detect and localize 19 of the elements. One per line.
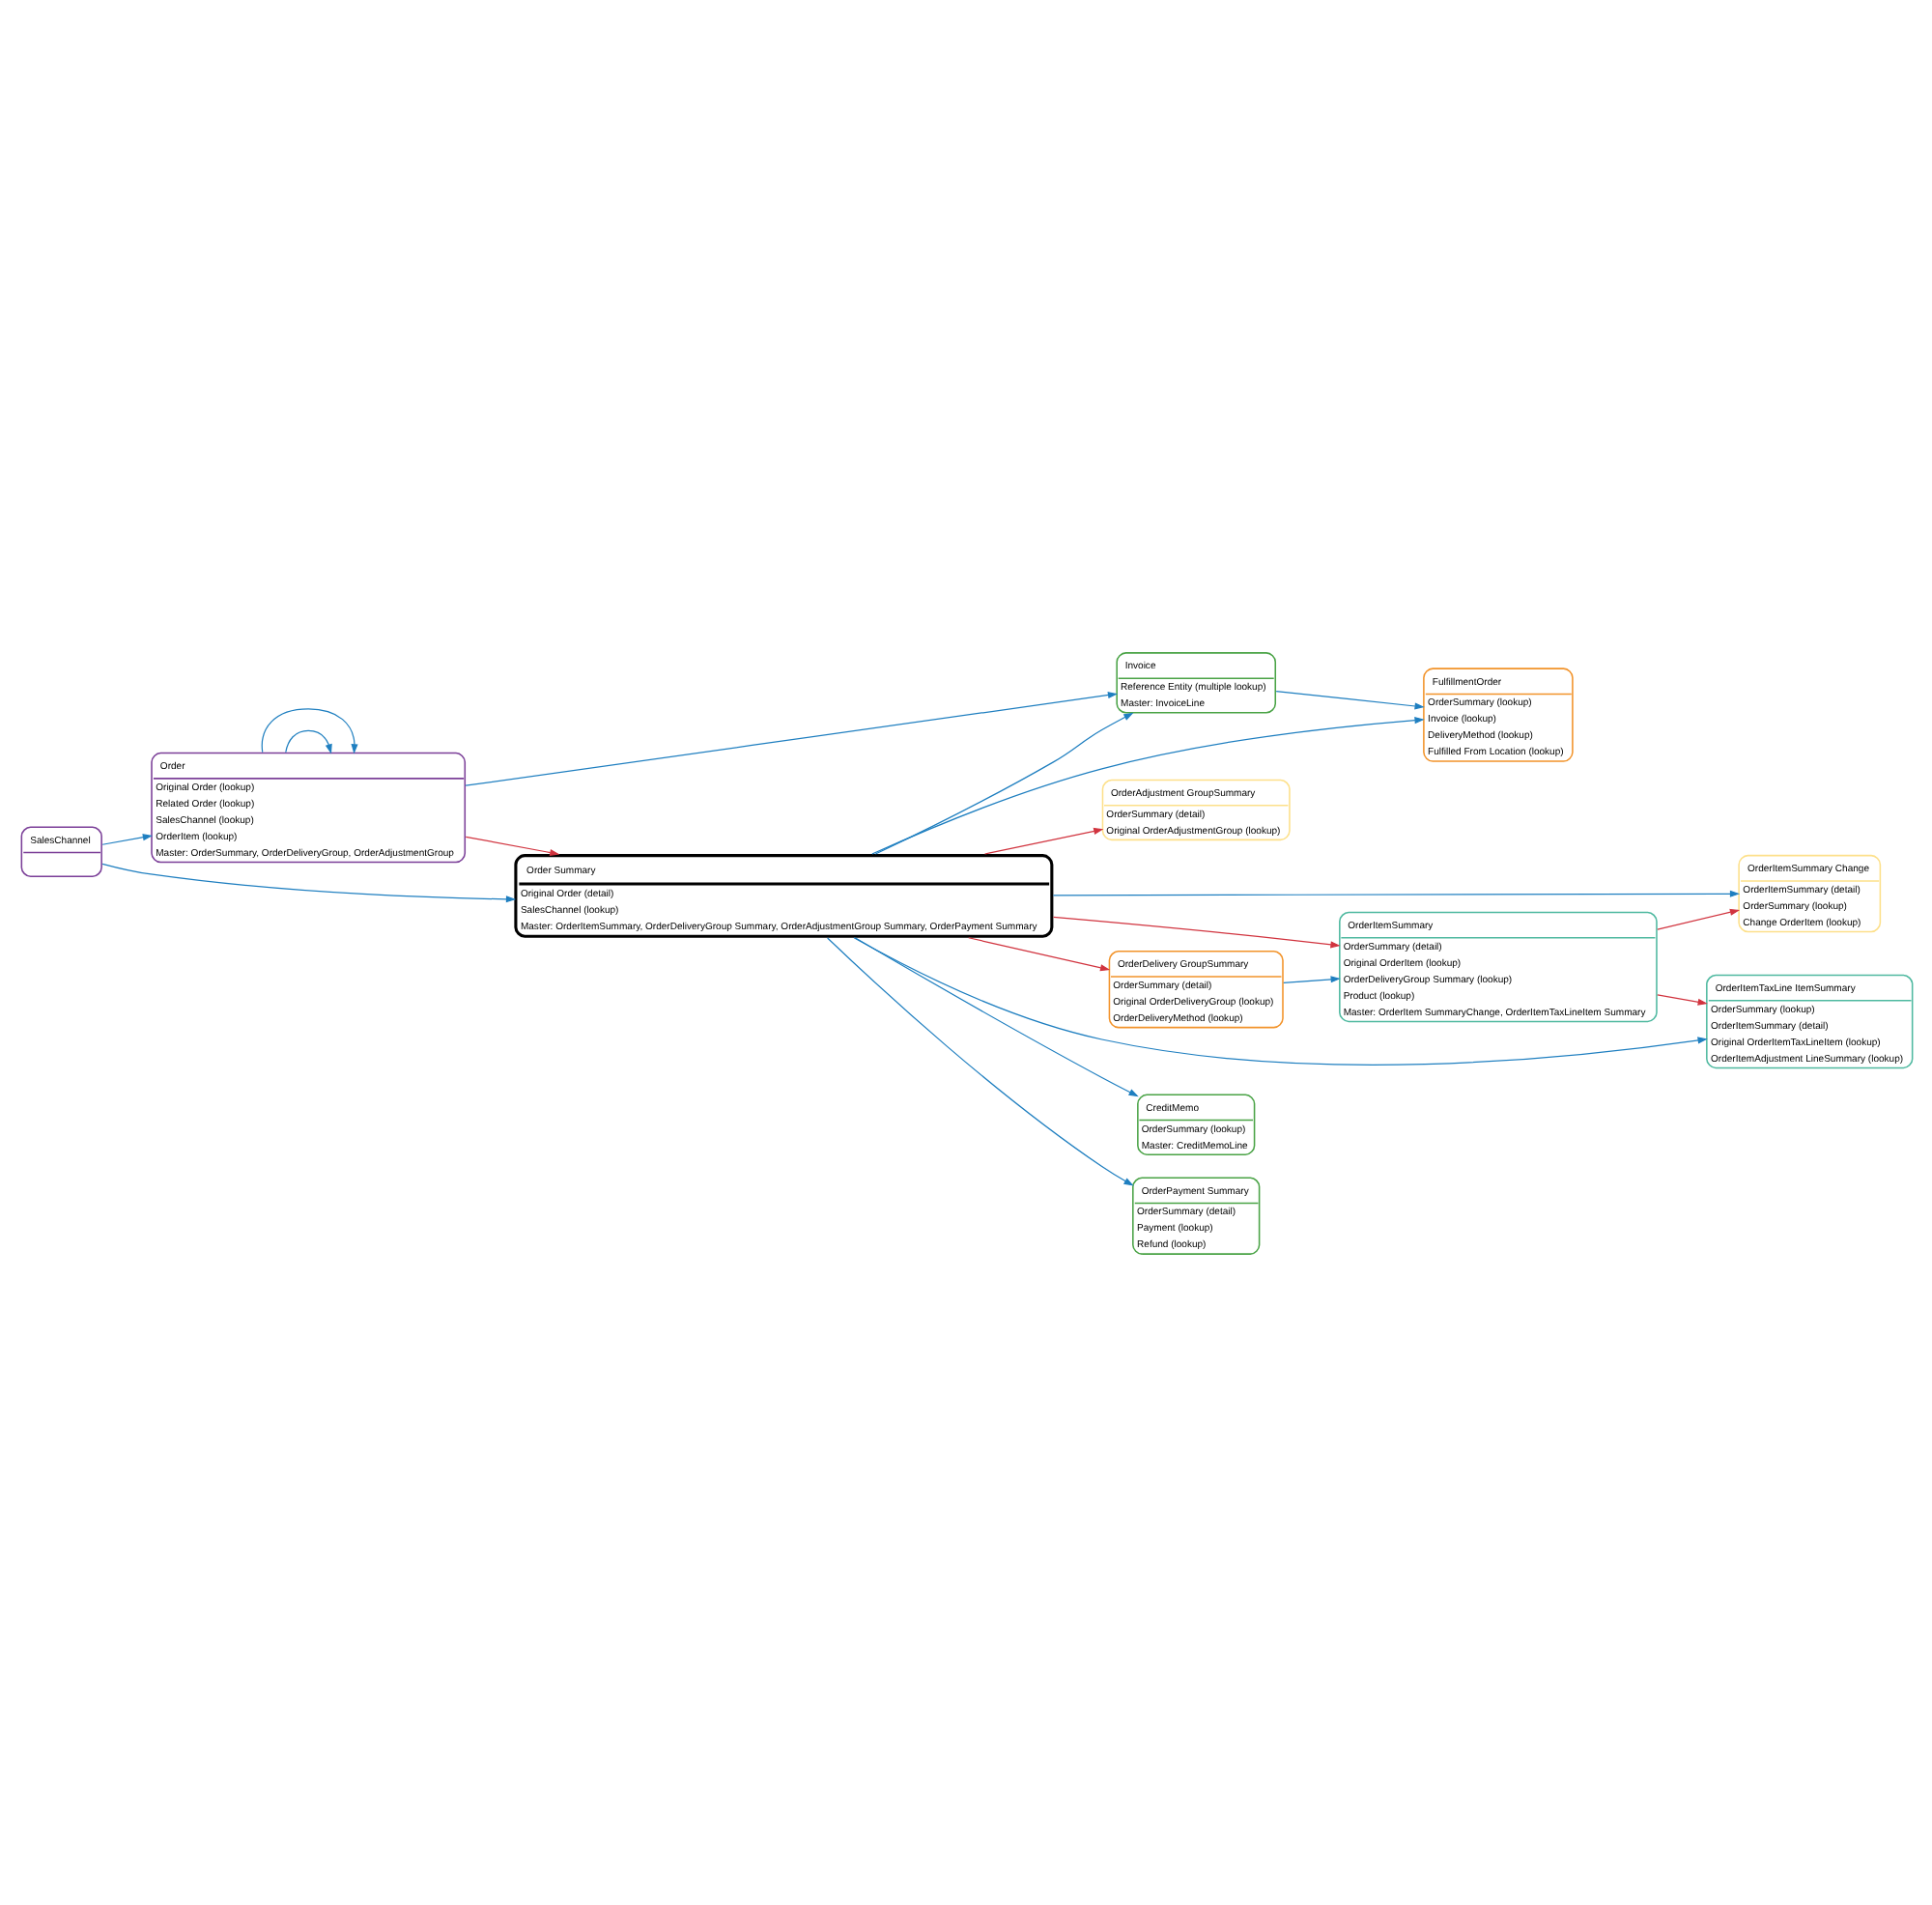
arrow: [826, 936, 1133, 1185]
arrow: [1051, 889, 1740, 896]
arrow: [1274, 690, 1424, 709]
arrow: [464, 835, 559, 856]
arrow: [873, 711, 1133, 854]
arrow: [100, 862, 516, 902]
arrow: [100, 833, 153, 844]
arrow: [1051, 915, 1340, 948]
arrow: [1656, 993, 1707, 1005]
arrow: [284, 728, 331, 753]
arrow: [1282, 975, 1340, 983]
arrow: [464, 691, 1118, 785]
arrow: [982, 826, 1103, 854]
arrow: [967, 936, 1110, 971]
arrow: [260, 707, 357, 753]
arrow: [1656, 907, 1740, 929]
arrow: [853, 936, 1138, 1096]
arrow: [870, 716, 1424, 854]
arrow: [852, 936, 1707, 1065]
